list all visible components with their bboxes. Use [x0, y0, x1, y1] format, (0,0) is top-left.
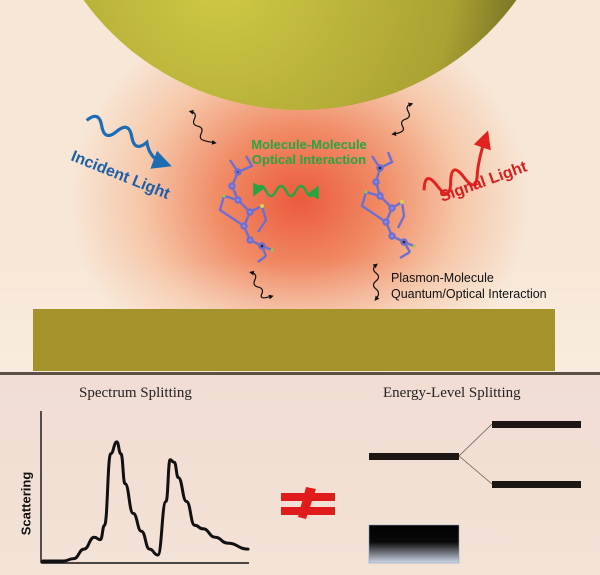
comparison-panel	[0, 372, 600, 575]
molecule-interaction-label: Molecule-Molecule Optical Interaction	[251, 137, 367, 167]
incident-light-label: Incident Light	[69, 148, 173, 203]
molecule-right-icon	[360, 151, 416, 260]
gap-illustration: Incident Light Signal Light	[33, 0, 555, 371]
plasmon-interaction-label: Plasmon-Molecule Quantum/Optical Interac…	[391, 271, 547, 301]
signal-wave-arrow-icon	[422, 130, 491, 195]
spectrum-title: Spectrum Splitting	[79, 385, 192, 401]
molecule-left-icon	[218, 155, 274, 263]
spectrum-ylabel: Scattering	[18, 471, 34, 536]
gold-substrate	[33, 309, 555, 371]
gold-nanoparticle	[83, 0, 517, 110]
incident-wave-arrow-icon	[85, 114, 172, 169]
coupling-double-arrow-icon	[253, 182, 319, 200]
plasmon-coupling-squiggle-icon	[188, 102, 414, 301]
energy-title: Energy-Level Splitting	[383, 385, 521, 401]
